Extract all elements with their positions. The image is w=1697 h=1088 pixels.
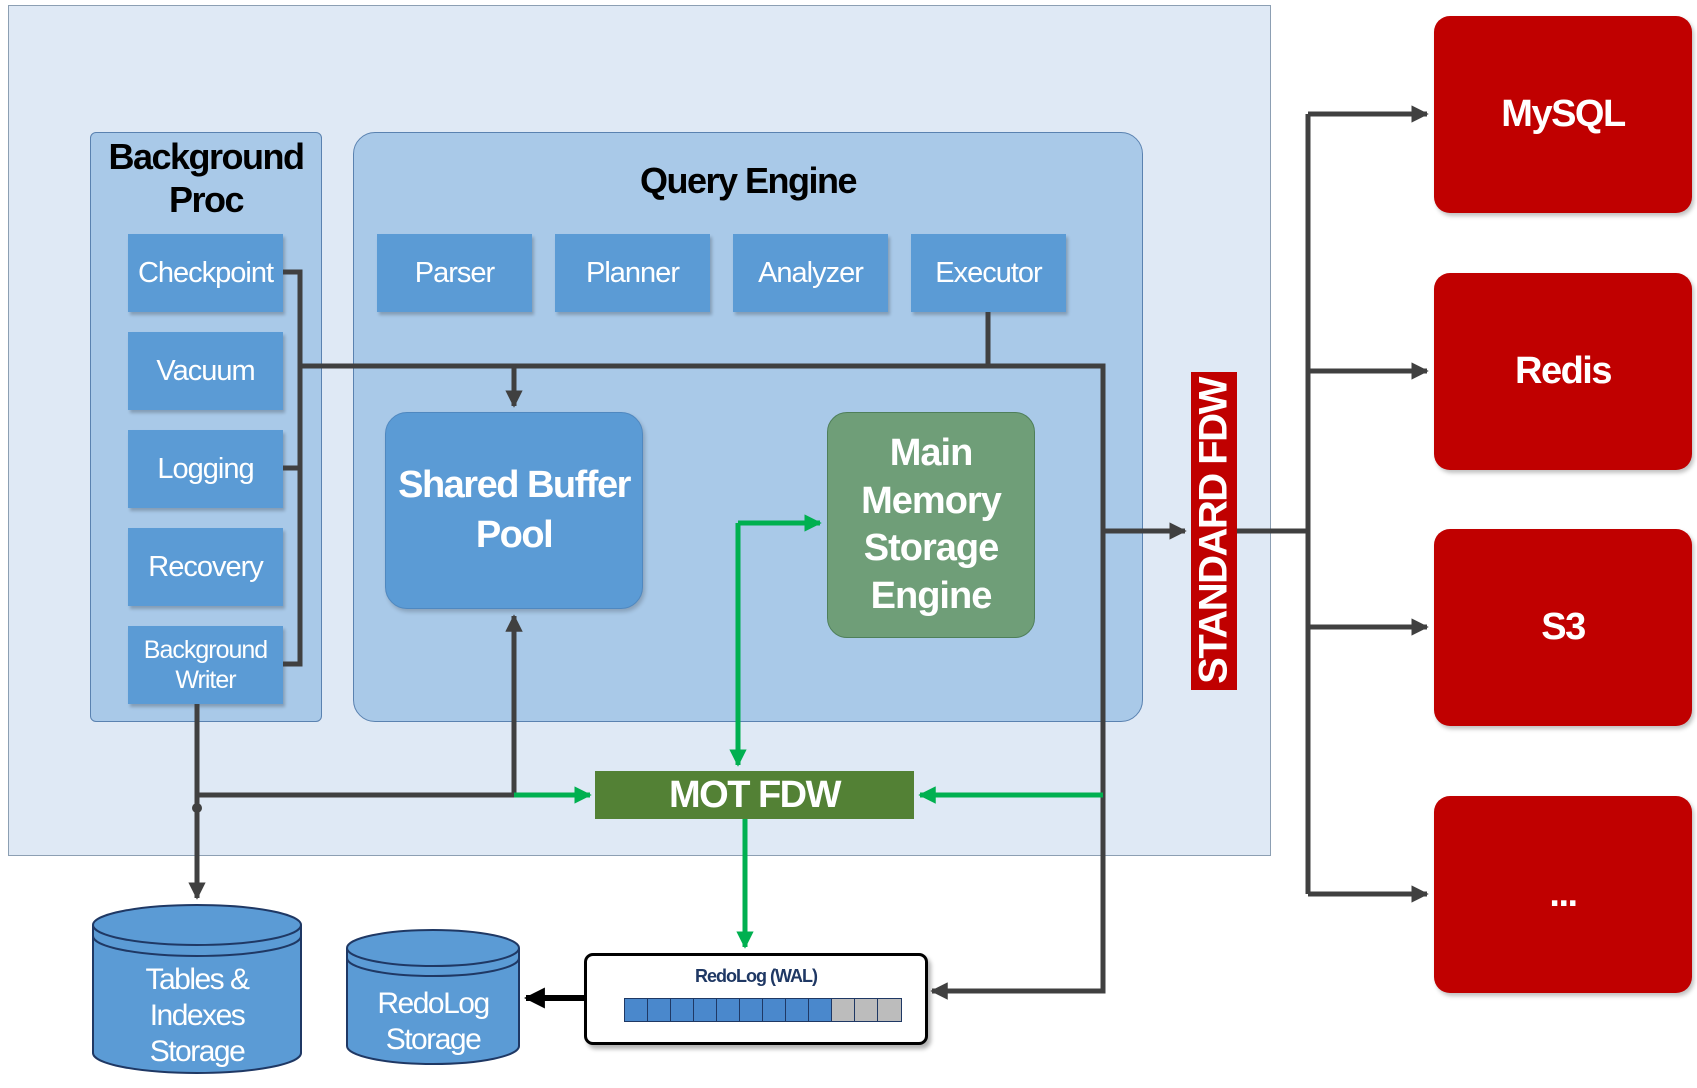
vacuum-box: Vacuum [128, 332, 283, 410]
planner-box: Planner [555, 234, 710, 312]
logging-box: Logging [128, 430, 283, 508]
tables-indexes-storage-label: Tables & Indexes Storage [145, 963, 250, 1068]
background-writer-box: Background Writer [128, 626, 283, 704]
parser-box: Parser [377, 234, 532, 312]
standard-fdw-label: STANDARD FDW [1191, 378, 1236, 684]
wal-cell-empty [855, 999, 878, 1021]
redolog-wal-buffer: RedoLog (WAL) [584, 953, 928, 1045]
wal-cells [624, 998, 902, 1022]
background-proc-title: Background Proc [108, 136, 305, 221]
mot-fdw-box: MOT FDW [595, 771, 914, 819]
wal-cell-filled [717, 999, 740, 1021]
redolog-storage-label: RedoLog Storage [377, 987, 490, 1056]
wal-cell-filled [648, 999, 671, 1021]
wal-cell-filled [786, 999, 809, 1021]
checkpoint-box: Checkpoint [128, 234, 283, 312]
s3-box: S3 [1434, 529, 1692, 726]
redolog-wal-title: RedoLog (WAL) [695, 966, 818, 986]
wal-cell-filled [671, 999, 694, 1021]
wal-cell-filled [763, 999, 786, 1021]
wal-cell-filled [740, 999, 763, 1021]
standard-fdw-bar: STANDARD FDW [1191, 372, 1237, 690]
query-engine-title: Query Engine [639, 160, 858, 201]
shared-buffer-pool-box: Shared Buffer Pool [385, 412, 643, 609]
wal-cell-filled [694, 999, 717, 1021]
main-memory-storage-engine-box: Main Memory Storage Engine [827, 412, 1035, 638]
analyzer-box: Analyzer [733, 234, 888, 312]
more-stores-box: ... [1434, 796, 1692, 993]
wal-cell-empty [878, 999, 901, 1021]
recovery-box: Recovery [128, 528, 283, 606]
executor-box: Executor [911, 234, 1066, 312]
wal-cell-filled [809, 999, 832, 1021]
wal-cell-empty [832, 999, 855, 1021]
wal-cell-filled [625, 999, 648, 1021]
mysql-box: MySQL [1434, 16, 1692, 213]
redis-box: Redis [1434, 273, 1692, 470]
